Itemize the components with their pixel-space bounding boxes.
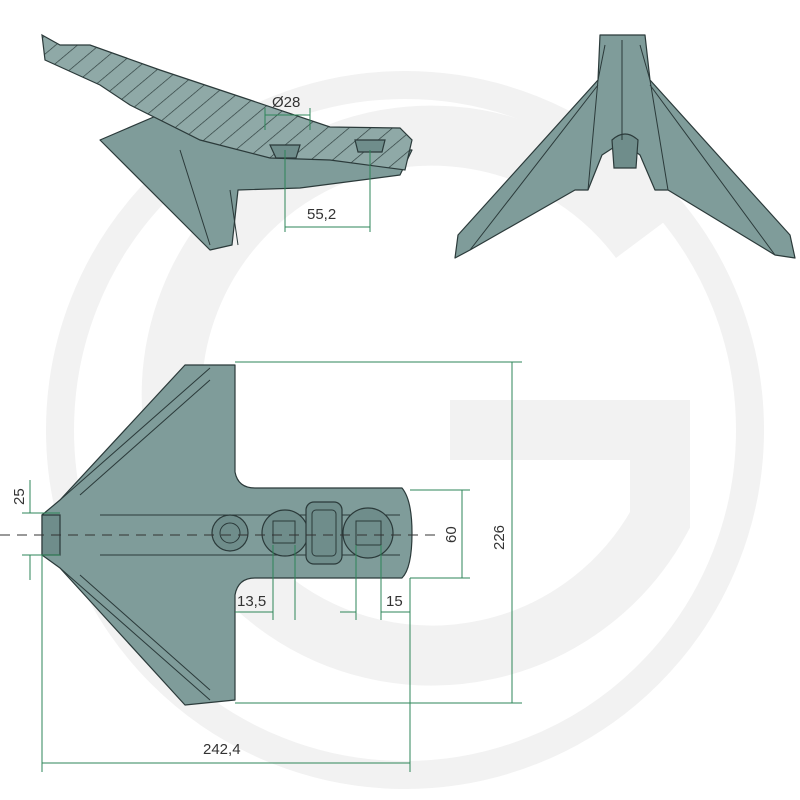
dim-bore-diameter: Ø28: [272, 94, 300, 111]
dim-total-length: 242,4: [203, 741, 241, 758]
dim-hole-spacing: 55,2: [307, 206, 336, 223]
dimension-lines: [22, 108, 522, 772]
side-section-view: [41, 33, 413, 251]
dim-hole-right-square: 15: [386, 593, 403, 610]
dim-nose-width: 25: [11, 488, 28, 505]
dim-total-width: 226: [491, 525, 508, 550]
dim-hole-left-square: 13,5: [237, 593, 266, 610]
dim-shank-width: 60: [443, 526, 460, 543]
perspective-view: [454, 34, 796, 259]
